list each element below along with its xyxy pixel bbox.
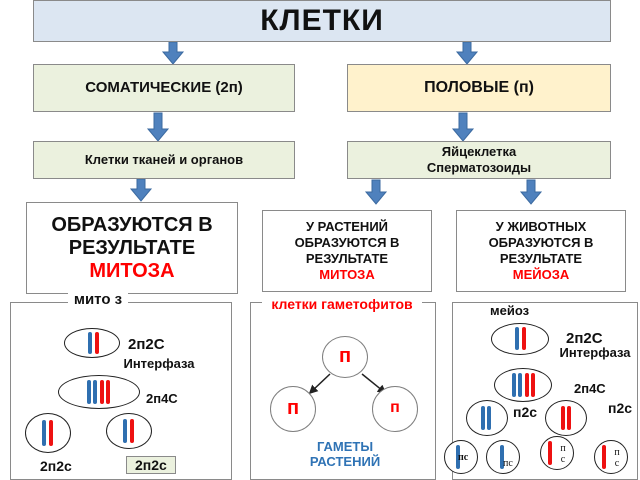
mitosis-interphase: Интерфаза [123,356,195,371]
chromosome [525,373,529,397]
meiosis-left-cell [466,400,508,436]
arrow-sex-to-gametes [451,112,475,142]
arrow-somatic-to-tissue [146,112,170,142]
chromosome [130,419,134,443]
formed-value: МИТОЗА [89,259,175,282]
mitosis-right-cell [106,413,152,449]
gamete-3-label: п с [560,443,566,465]
somatic-box: СОМАТИЧЕСКИЕ (2п) [33,64,295,112]
chromosome [548,441,552,465]
mitosis-middle-cell [58,375,140,409]
gametes-box: Яйцеклетка Сперматозоиды [347,141,611,179]
chromosome [561,406,565,430]
chromosome [88,332,92,354]
animals-value: МЕЙОЗА [512,266,570,282]
meiosis-right-formula: п2с [607,400,633,416]
meiosis-top-cell [491,323,549,355]
meiosis-right-cell [545,400,587,436]
chromosome [567,406,571,430]
gamete-4-label: п с [614,447,620,469]
arrow-gametes-to-plants [364,179,388,205]
plants-label: У РАСТЕНИЙ ОБРАЗУЮТСЯ В РЕЗУЛЬТАТЕ [294,219,400,266]
formed-label: ОБРАЗУЮТСЯ В РЕЗУЛЬТАТЕ [51,213,213,259]
meiosis-interphase-formula: 2п4С [574,381,606,396]
tissue-cells-box: Клетки тканей и органов [33,141,295,179]
formed-box: ОБРАЗУЮТСЯ В РЕЗУЛЬТАТЕ МИТОЗА [26,202,238,294]
chromosome [531,373,535,397]
meiosis-top-formula: 2п2С [566,330,603,347]
chromosome [42,420,46,446]
chromosome [518,373,522,397]
mitosis-interphase-formula: 2п4С [146,391,178,406]
chromosome [87,380,91,404]
meiosis-gamete-2: пс [486,440,520,474]
gametophyte-left-cell: п [270,386,316,432]
gametophyte-title: клетки гаметофитов [262,296,422,313]
chromosome [49,420,53,446]
tissue-cells-text: Клетки тканей и органов [84,152,244,168]
chromosome [93,380,97,404]
chromosome [512,373,516,397]
meiosis-gamete-3: п с [540,436,574,470]
animals-label: У ЖИВОТНЫХ ОБРАЗУЮТСЯ В РЕЗУЛЬТАТЕ [488,219,594,266]
gametophyte-caption: ГАМЕТЫ РАСТЕНИЙ [309,439,381,469]
gametophyte-top-cell: п [322,336,368,378]
meiosis-gamete-4: п с [594,440,628,474]
chromosome [500,445,504,469]
gamete-2-label: пс [503,458,513,469]
mitosis-title: мито з [68,292,128,308]
gamete-1-label: пс [458,452,469,463]
arrow-title-to-somatic [161,41,185,65]
chromosome [123,419,127,443]
chromosome [515,327,519,350]
arrow-title-to-sex [455,41,479,65]
chromosome [522,327,526,350]
somatic-text: СОМАТИЧЕСКИЕ (2п) [85,79,243,97]
title-box: КЛЕТКИ [33,0,611,42]
meiosis-interphase: Интерфаза [559,345,631,360]
plants-value: МИТОЗА [319,266,375,282]
chromosome [456,445,460,469]
meiosis-left-formula: п2с [512,404,538,420]
title-text: КЛЕТКИ [260,4,384,37]
sex-box: ПОЛОВЫЕ (п) [347,64,611,112]
chromosome [487,406,491,430]
animals-box: У ЖИВОТНЫХ ОБРАЗУЮТСЯ В РЕЗУЛЬТАТЕ МЕЙОЗ… [456,210,626,292]
gametophyte-top-label: п [338,345,352,367]
chromosome [106,380,110,404]
mitosis-left-cell [25,413,71,453]
plants-box: У РАСТЕНИЙ ОБРАЗУЮТСЯ В РЕЗУЛЬТАТЕ МИТОЗ… [262,210,432,292]
gametophyte-right-label: п [390,399,400,416]
arrow-gametes-to-animals [519,179,543,205]
gametes-text: Яйцеклетка Сперматозоиды [426,144,532,175]
chromosome [95,332,99,354]
chromosome [602,445,606,469]
mitosis-top-formula: 2п2С [128,336,165,353]
gametophyte-left-label: п [286,397,300,419]
meiosis-middle-cell [494,368,552,402]
meiosis-title: мейоз [490,303,530,319]
mitosis-left-formula: 2п2с [40,458,72,474]
mitosis-right-formula: 2п2с [126,456,176,475]
mitosis-top-cell [64,328,120,358]
meiosis-gamete-1: пс [444,440,478,474]
arrow-tissue-to-formed [129,178,153,202]
chromosome [100,380,104,404]
gametophyte-right-cell: п [372,386,418,432]
chromosome [481,406,485,430]
sex-text: ПОЛОВЫЕ (п) [424,79,534,96]
